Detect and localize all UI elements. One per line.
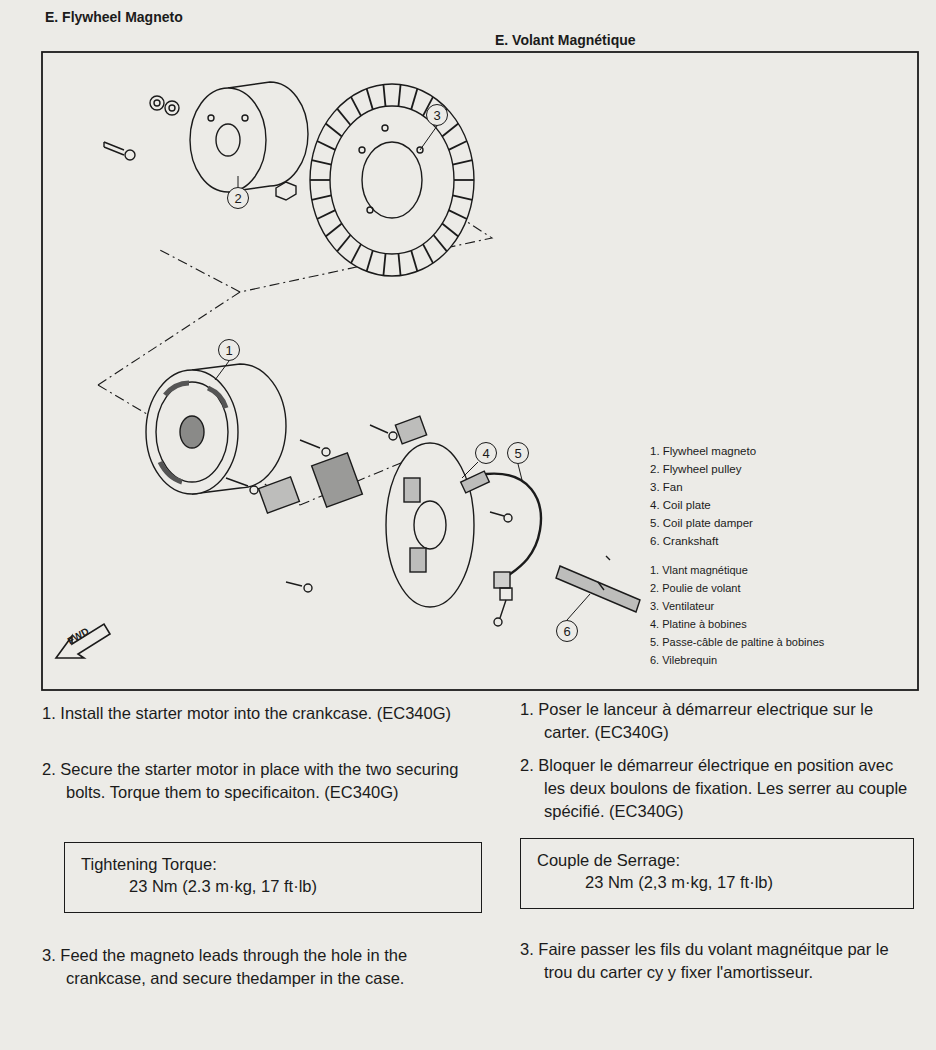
fan-fin	[351, 97, 361, 116]
callout-number: 2	[227, 187, 249, 209]
washer-symbol	[150, 96, 179, 115]
callout-number: 1	[218, 339, 240, 361]
fan-fin	[312, 195, 332, 200]
fan-fin	[326, 124, 342, 137]
fan-fin	[310, 179, 330, 181]
torque-box: Couple de Serrage:23 Nm (2,3 m·kg, 17 ft…	[520, 838, 914, 909]
figure-frame	[42, 52, 918, 690]
legend-item: 4. Platine à bobines	[650, 618, 912, 632]
fan-fin	[449, 141, 467, 150]
legend-item: 6. Vilebrequin	[650, 654, 912, 668]
lead-wire	[461, 471, 541, 626]
flywheel-pulley	[190, 82, 308, 192]
step-text: 2. Bloquer le démarreur électrique en po…	[520, 754, 918, 823]
fan-fin	[317, 210, 335, 219]
legend-item: 2. Flywheel pulley	[650, 462, 900, 476]
step-text: 1. Install the starter motor into the cr…	[42, 702, 474, 725]
legend-item: 5. Passe-câble de paltine à bobines	[650, 636, 912, 650]
fan-fin	[337, 235, 350, 251]
torque-value: 23 Nm (2,3 m·kg, 17 ft·lb)	[537, 871, 899, 893]
fan-fin	[312, 160, 332, 165]
fan-fin	[383, 85, 385, 107]
callout-number: 4	[475, 442, 497, 464]
fan-fin	[411, 89, 417, 110]
callout-number: 1	[225, 343, 232, 358]
fan-fin	[449, 210, 467, 219]
fan-fin	[367, 89, 373, 110]
coil-plate	[386, 443, 474, 607]
fan-fin	[351, 244, 361, 263]
callout-number: 4	[482, 446, 489, 461]
callout-number: 3	[426, 104, 448, 126]
callout-number: 6	[563, 624, 570, 639]
flywheel-magneto	[146, 364, 286, 494]
fan-fin	[433, 235, 446, 251]
callout-number: 5	[507, 442, 529, 464]
fan-fin	[453, 195, 473, 200]
fan-fin	[383, 254, 385, 276]
fan-fin	[423, 244, 433, 263]
step-text: 1. Poser le lanceur à démarreur electriq…	[520, 698, 918, 744]
fan-fin	[367, 250, 373, 271]
fan-fin	[337, 109, 350, 125]
legend-item: 6. Crankshaft	[650, 534, 900, 548]
legend-item: 3. Fan	[650, 480, 900, 494]
step-text: 2. Secure the starter motor in place wit…	[42, 758, 474, 804]
legend-item: 2. Poulie de volant	[650, 582, 912, 596]
fan-fin	[454, 179, 474, 181]
callout-number: 3	[433, 108, 440, 123]
torque-box: Tightening Torque:23 Nm (2.3 m·kg, 17 ft…	[64, 842, 482, 913]
fan-fin	[453, 160, 473, 165]
crankshaft	[556, 556, 640, 612]
fan-fin	[326, 223, 342, 236]
legend-item: 5. Coil plate damper	[650, 516, 900, 530]
cooling-fan	[310, 84, 474, 276]
legend-item: 1. Flywheel magneto	[650, 444, 900, 458]
fan-fin	[411, 250, 417, 271]
fan-fin	[398, 254, 400, 276]
leader-line	[215, 126, 590, 620]
step-text: 3. Faire passer les fils du volant magné…	[520, 938, 918, 984]
torque-value: 23 Nm (2.3 m·kg, 17 ft·lb)	[81, 875, 467, 897]
callout-number: 5	[514, 446, 521, 461]
callout-number: 6	[556, 620, 578, 642]
fan-fin	[442, 124, 458, 137]
step-text: 3. Feed the magneto leads through the ho…	[42, 944, 474, 990]
section-title: E. Flywheel Magneto	[45, 8, 183, 26]
torque-heading: Tightening Torque:	[81, 853, 467, 875]
torque-heading: Couple de Serrage:	[537, 849, 899, 871]
callout-number: 2	[234, 191, 241, 206]
fan-fin	[398, 85, 400, 107]
legend-item: 1. Vlant magnétique	[650, 564, 912, 578]
legend-item: 4. Coil plate	[650, 498, 900, 512]
section-title: E. Volant Magnétique	[495, 31, 795, 51]
fan-fin	[317, 141, 335, 150]
legend-item: 3. Ventilateur	[650, 600, 912, 614]
fan-fin	[442, 223, 458, 236]
